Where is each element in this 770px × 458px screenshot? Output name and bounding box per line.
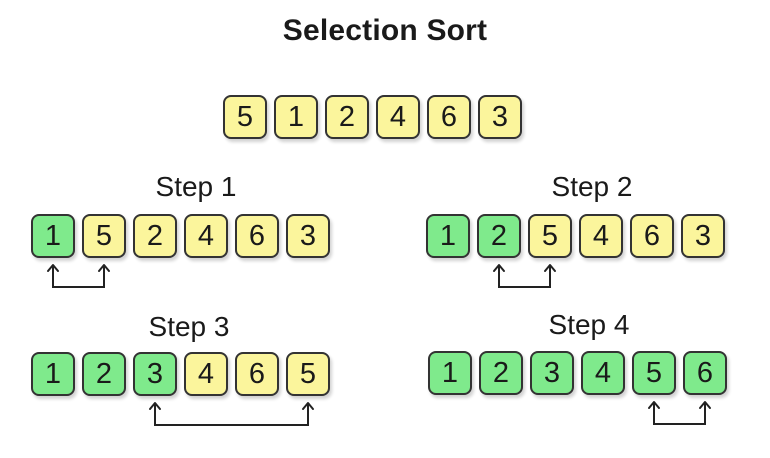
step-1-cell-6: 3 <box>286 214 330 258</box>
step-1-cell-1: 1 <box>31 214 75 258</box>
step-3-cell-4: 4 <box>184 352 228 396</box>
step-2-cell-4: 4 <box>579 214 623 258</box>
step-2-swap-arrow <box>493 264 556 288</box>
step-4-cell-3: 3 <box>530 351 574 395</box>
arrowhead <box>493 264 505 272</box>
step-2-cell-6: 3 <box>681 214 725 258</box>
step-1-swap-arrow <box>47 264 110 288</box>
step-3-cell-1: 1 <box>31 352 75 396</box>
step-4-cell-2: 2 <box>479 351 523 395</box>
initial-cell-3: 2 <box>325 95 369 139</box>
step-3-cell-6: 5 <box>286 352 330 396</box>
step-3-label: Step 3 <box>148 311 230 342</box>
initial-cell-1: 5 <box>223 95 267 139</box>
initial-cell-2: 1 <box>274 95 318 139</box>
step-4-label: Step 4 <box>548 309 630 340</box>
step-4-cell-5: 5 <box>632 351 676 395</box>
step-4-swap-arrow <box>648 401 711 425</box>
step-4-cell-4: 4 <box>581 351 625 395</box>
arrowhead <box>47 264 59 272</box>
step-3-cell-2: 2 <box>82 352 126 396</box>
step-2-cell-2: 2 <box>477 214 521 258</box>
step-1-label: Step 1 <box>155 171 237 202</box>
arrowhead <box>648 401 660 409</box>
arrowhead <box>302 402 314 410</box>
step-3-cell-3: 3 <box>133 352 177 396</box>
initial-cell-5: 6 <box>427 95 471 139</box>
step-2-cell-3: 5 <box>528 214 572 258</box>
diagram-title: Selection Sort <box>282 14 488 47</box>
step-1-cell-3: 2 <box>133 214 177 258</box>
initial-cell-4: 4 <box>376 95 420 139</box>
step-3-cell-5: 6 <box>235 352 279 396</box>
step-1-cell-2: 5 <box>82 214 126 258</box>
arrowhead <box>699 401 711 409</box>
step-4-cell-1: 1 <box>428 351 472 395</box>
arrowhead <box>149 402 161 410</box>
arrowhead <box>98 264 110 272</box>
step-4-cell-6: 6 <box>683 351 727 395</box>
arrowhead <box>544 264 556 272</box>
step-1-cell-4: 4 <box>184 214 228 258</box>
step-3-swap-arrow <box>149 402 314 426</box>
step-2-cell-1: 1 <box>426 214 470 258</box>
initial-cell-6: 3 <box>478 95 522 139</box>
step-1-cell-5: 6 <box>235 214 279 258</box>
step-2-cell-5: 6 <box>630 214 674 258</box>
step-2-label: Step 2 <box>551 171 633 202</box>
